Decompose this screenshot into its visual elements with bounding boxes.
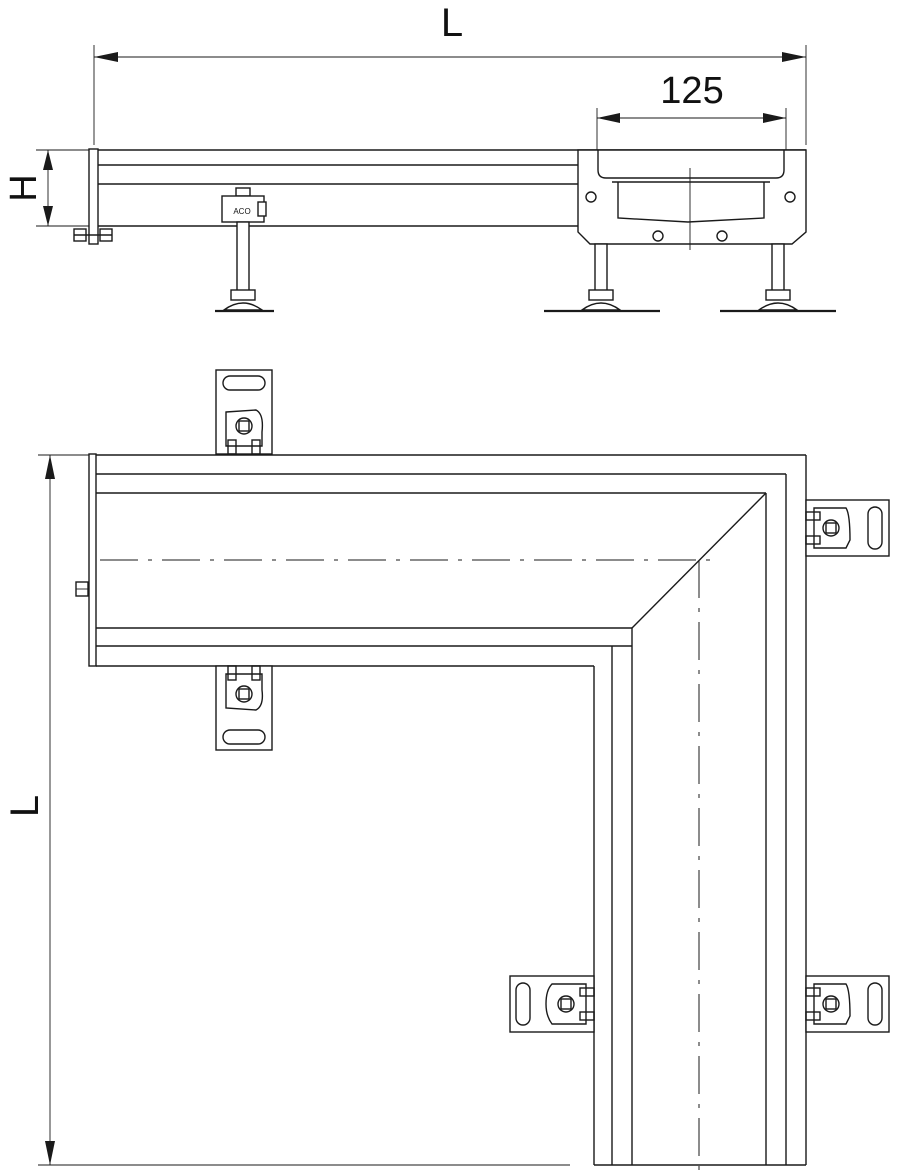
adjustable-foot-1 xyxy=(215,221,274,313)
channel-body-side xyxy=(73,148,806,245)
brand-mark-label: ACO xyxy=(233,207,250,216)
outlet-box-side xyxy=(577,149,807,250)
plan-view: L xyxy=(3,369,890,1172)
anchor-bracket-right-top xyxy=(805,499,890,557)
dimension-height: H xyxy=(3,149,94,227)
anchor-bracket-top xyxy=(215,369,273,455)
adjustable-foot-2 xyxy=(544,243,660,313)
centerlines xyxy=(100,559,710,1172)
dimension-outlet-width-label: 125 xyxy=(660,70,723,112)
dimension-length-side-label: L xyxy=(3,795,47,817)
anchor-bracket-right-bottom xyxy=(805,975,890,1033)
channel-horizontal-arm xyxy=(75,453,806,667)
side-elevation-view: L 125 H xyxy=(3,1,836,313)
dimension-length-top: L xyxy=(93,1,807,145)
dimension-length-top-label: L xyxy=(441,1,463,45)
channel-vertical-arm xyxy=(593,455,807,1166)
adjustable-foot-3 xyxy=(720,243,836,313)
dimension-outlet-width: 125 xyxy=(596,70,787,152)
anchor-bracket-bottom xyxy=(215,665,273,751)
dimension-height-label: H xyxy=(3,174,45,201)
aco-support-clip: ACO xyxy=(221,187,267,223)
dimension-length-side: L xyxy=(3,454,570,1166)
anchor-bracket-inner-bottom xyxy=(509,975,595,1033)
